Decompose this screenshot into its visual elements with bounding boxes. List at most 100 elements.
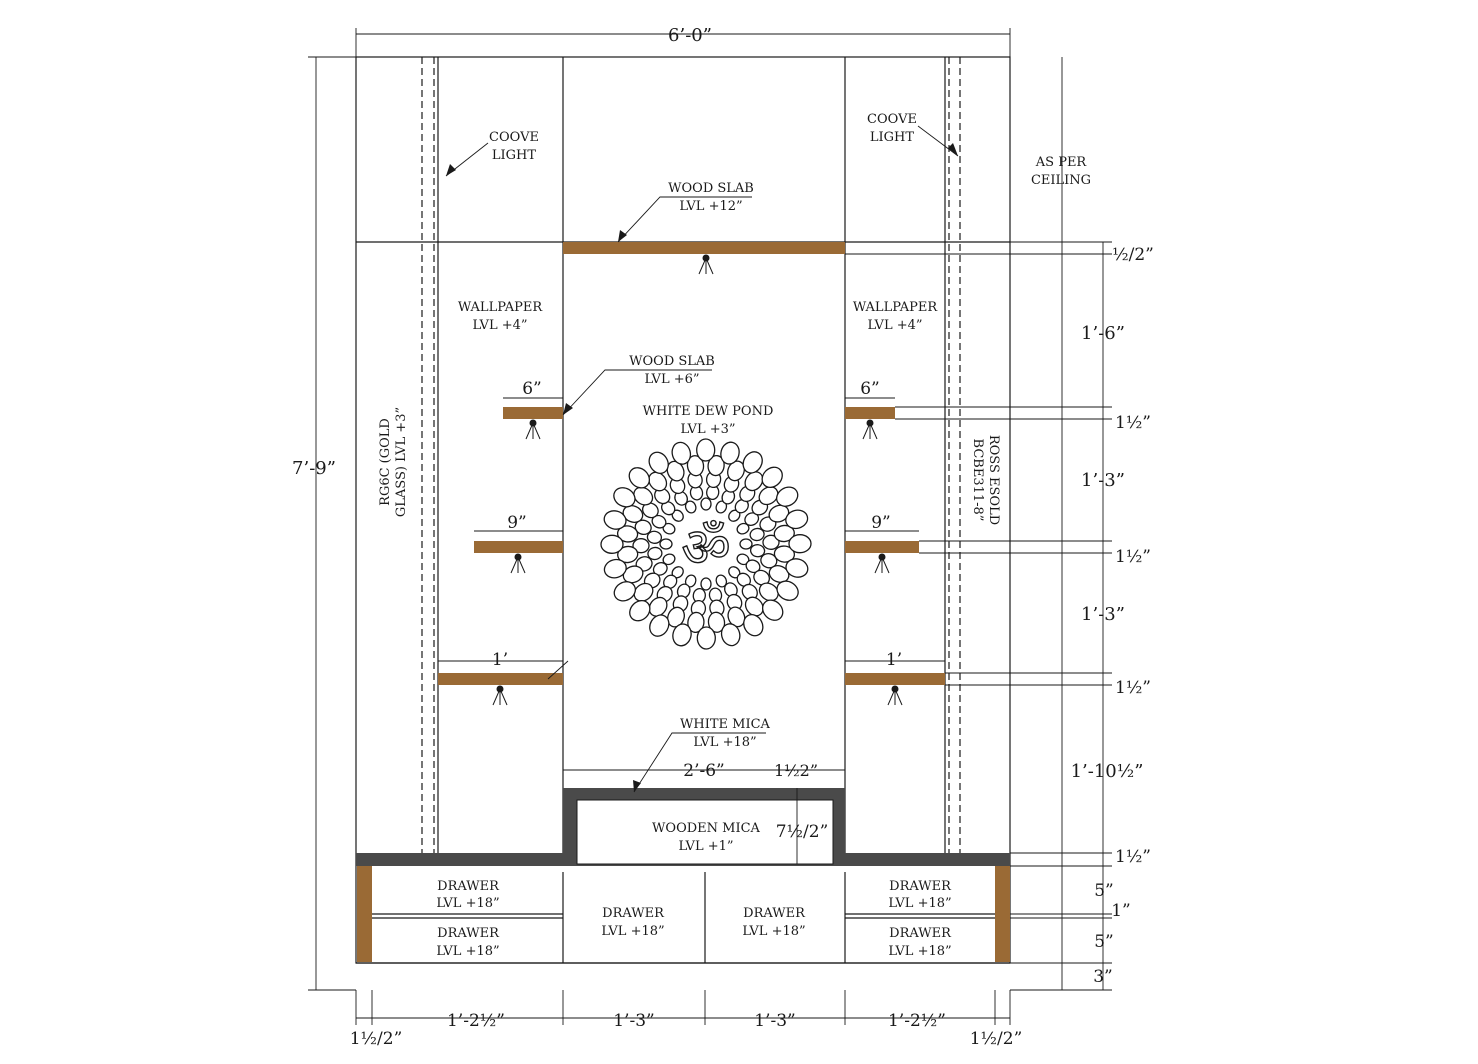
pebble-icon [628,467,651,489]
pebble-icon [633,486,654,506]
pebble-icon [666,460,685,482]
dim-platform-gap: 1½2” [774,761,818,780]
wooden-mica-box [576,799,834,865]
shelf-left-1ft [438,673,563,685]
white-dew-pond-line1: WHITE DEW POND [643,404,774,419]
pebble-icon [785,558,809,578]
coove-light-left-line2: LIGHT [492,148,536,163]
pebble-icon [632,538,650,554]
right-plinth-wood [995,866,1010,962]
pebble-icon [696,626,716,650]
dim-right-3: 1’-3” [1081,470,1125,491]
as-per-ceiling-line2: CEILING [1031,173,1091,188]
dim-shelf-1-right: 1’ [886,650,902,670]
dim-bottom-1: 1½/2” [350,1029,403,1049]
dim-platform-width: 2’-6” [683,761,724,781]
pebble-icon [648,451,669,474]
dim-right-7: 1’-10½” [1071,761,1144,782]
arrowhead-icon [563,403,573,415]
pebble-icon [768,565,790,583]
pebble-icon [744,512,760,526]
arrowhead-icon [446,164,456,176]
wallpaper-right-line1: WALLPAPER [853,300,939,315]
dim-right-top: ½/2” [1112,245,1154,265]
pebble-icon [613,581,636,602]
pebble-icon [768,504,790,523]
shelf-right-6in [845,407,895,419]
pebble-icon [700,497,712,511]
pebble-icon [603,558,627,579]
pebble-icon [700,577,712,591]
pebble-icon [736,522,750,535]
pebble-icon [773,524,795,543]
pebble-icon [753,569,770,586]
arrowhead-icon [618,230,627,242]
spotlight-icon [874,553,890,574]
pebble-icon [760,552,778,569]
pebble-icon [629,599,651,622]
dim-shelf-1-left: 1’ [492,650,508,670]
pebble-icon [744,471,764,492]
drawer-bottom-left-line1: DRAWER [437,926,500,941]
dim-shelf-9-left: 9” [507,513,527,533]
dim-right-5: 1’-3” [1081,604,1125,625]
pebble-icon [785,509,809,530]
pebble-icon [788,534,812,554]
wood-slab-top-line2: LVL +12” [679,199,742,214]
dim-overall-width: 6’-0” [668,25,712,46]
dim-bottom-3: 1’-3” [613,1011,654,1031]
wooden-mica-line2: LVL +1” [678,839,733,854]
shelf-left-9in [474,541,563,553]
right-ross-label-line1: ROSS ESOLD [986,435,1001,525]
pebble-icon [745,559,761,574]
pebble-icon [603,510,627,530]
dim-shelf-6-left: 6” [522,379,542,399]
pebble-icon [617,545,639,564]
dim-right-11: 5” [1094,932,1114,952]
dim-shelf-6-right: 6” [860,379,880,399]
as-per-ceiling-line1: AS PER [1035,155,1088,170]
wooden-mica-line1: WOODEN MICA [652,821,760,836]
drawer-center-1-line1: DRAWER [602,906,665,921]
drawer-bottom-left-line2: LVL +18” [436,944,499,959]
dim-right-1: 1’-6” [1081,323,1125,344]
pebble-icon [727,460,745,482]
dim-right-6: 1½” [1115,678,1151,698]
pebble-icon [622,505,644,523]
pebble-icon [648,471,668,492]
spotlight-icon [887,685,903,706]
dim-bottom-6: 1½/2” [970,1029,1023,1049]
spotlight-icon [492,685,508,706]
pebble-icon [749,527,765,542]
pebble-icon [761,599,784,621]
drawer-bottom-right-line1: DRAWER [889,926,952,941]
spotlight-icon [525,419,541,440]
pebble-icon [659,538,673,550]
drawer-center-1-line2: LVL +18” [601,924,664,939]
om-mandala-icon [600,438,812,650]
pebble-icon [696,438,716,462]
coove-light-left-line1: COOVE [489,130,539,145]
white-dew-pond-line2: LVL +3” [680,422,735,437]
wood-slab-top [563,242,845,254]
pebble-icon [613,487,636,508]
pebble-icon [662,553,676,566]
drawer-center-2-line1: DRAWER [743,906,806,921]
pebble-icon [743,614,764,637]
pebble-icon [758,582,779,602]
pebble-icon [687,611,705,634]
drawer-bottom-right-line2: LVL +18” [888,944,951,959]
pebble-icon [616,525,639,543]
pebble-icon [642,502,659,519]
drawer-top-right-line2: LVL +18” [888,896,951,911]
pebble-icon [651,514,667,529]
pebble-icon [776,486,799,507]
coove-light-right-line1: COOVE [867,112,917,127]
leader-line [617,196,752,243]
om-symbol-icon: ॐ [681,516,730,579]
leader-line [917,125,959,157]
wood-slab-mid-line1: WOOD SLAB [629,354,715,369]
dim-bottom-2: 1’-2½” [447,1011,505,1031]
drawer-top-left-line1: DRAWER [437,879,500,894]
pebble-icon [720,623,741,647]
